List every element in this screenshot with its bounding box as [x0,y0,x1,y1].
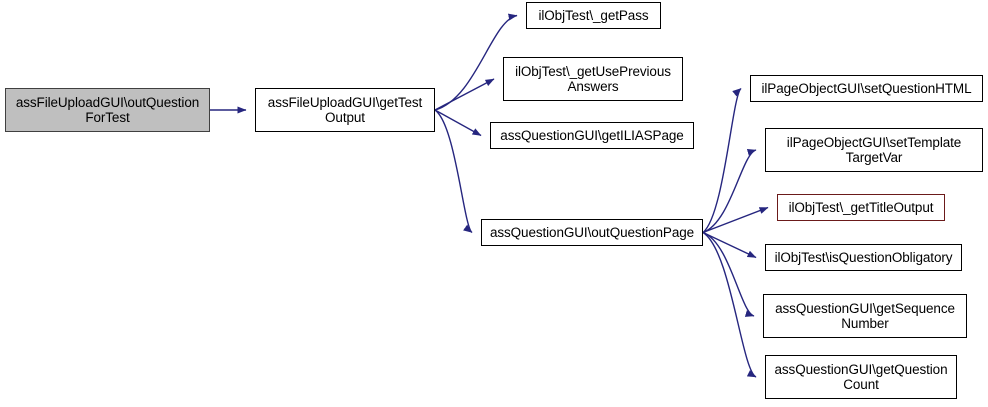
graph-node-label: assFileUploadGUI\getTest Output [267,95,423,125]
graph-node-get_question_count[interactable]: assQuestionGUI\getQuestion Count [765,355,957,399]
graph-edge-out_question_page-to-get_title_output [702,206,769,234]
graph-node-label: assQuestionGUI\outQuestionPage [489,225,695,240]
graph-node-set_template_target_var[interactable]: ilPageObjectGUI\setTemplate TargetVar [765,128,983,172]
graph-node-get_use_previous_answers[interactable]: ilObjTest\_getUsePrevious Answers [503,57,683,101]
graph-node-label: ilPageObjectGUI\setQuestionHTML [761,81,972,96]
graph-edge-get_test_output-to-out_question_page [434,109,473,234]
graph-node-get_test_output[interactable]: assFileUploadGUI\getTest Output [255,88,435,132]
graph-node-label: ilObjTest\_getPass [538,8,649,23]
graph-node-label: assQuestionGUI\getQuestion Count [774,362,948,392]
graph-node-get_title_output[interactable]: ilObjTest\_getTitleOutput [777,194,945,221]
graph-edge-out_question_page-to-is_question_obligatory [702,231,757,259]
graph-node-label: assFileUploadGUI\outQuestion ForTest [15,95,200,125]
graph-node-root[interactable]: assFileUploadGUI\outQuestion ForTest [5,88,210,132]
graph-node-get_sequence_number[interactable]: assQuestionGUI\getSequence Number [763,294,967,338]
graph-node-get_pass[interactable]: ilObjTest\_getPass [526,2,661,29]
graph-node-is_question_obligatory[interactable]: ilObjTest\isQuestionObligatory [765,244,962,271]
graph-node-label: ilObjTest\_getUsePrevious Answers [515,64,671,94]
graph-node-out_question_page[interactable]: assQuestionGUI\outQuestionPage [481,219,703,246]
graph-edge-get_test_output-to-get_ilias_page [434,109,482,137]
graph-edge-out_question_page-to-get_question_count [702,231,757,378]
graph-edge-out_question_page-to-set_template_target_var [702,148,757,234]
graph-node-get_ilias_page[interactable]: assQuestionGUI\getILIASPage [490,122,694,149]
graph-node-label: assQuestionGUI\getSequence Number [775,301,955,331]
graph-node-label: ilObjTest\isQuestionObligatory [774,250,953,265]
graph-node-label: assQuestionGUI\getILIASPage [500,128,684,143]
graph-edge-out_question_page-to-set_question_html [702,87,742,234]
graph-edge-out_question_page-to-get_sequence_number [702,231,755,317]
graph-node-label: ilPageObjectGUI\setTemplate TargetVar [786,135,962,165]
graph-edge-get_test_output-to-get_use_previous_answers [434,78,495,111]
graph-node-set_question_html[interactable]: ilPageObjectGUI\setQuestionHTML [750,75,983,102]
graph-node-label: ilObjTest\_getTitleOutput [788,200,934,215]
